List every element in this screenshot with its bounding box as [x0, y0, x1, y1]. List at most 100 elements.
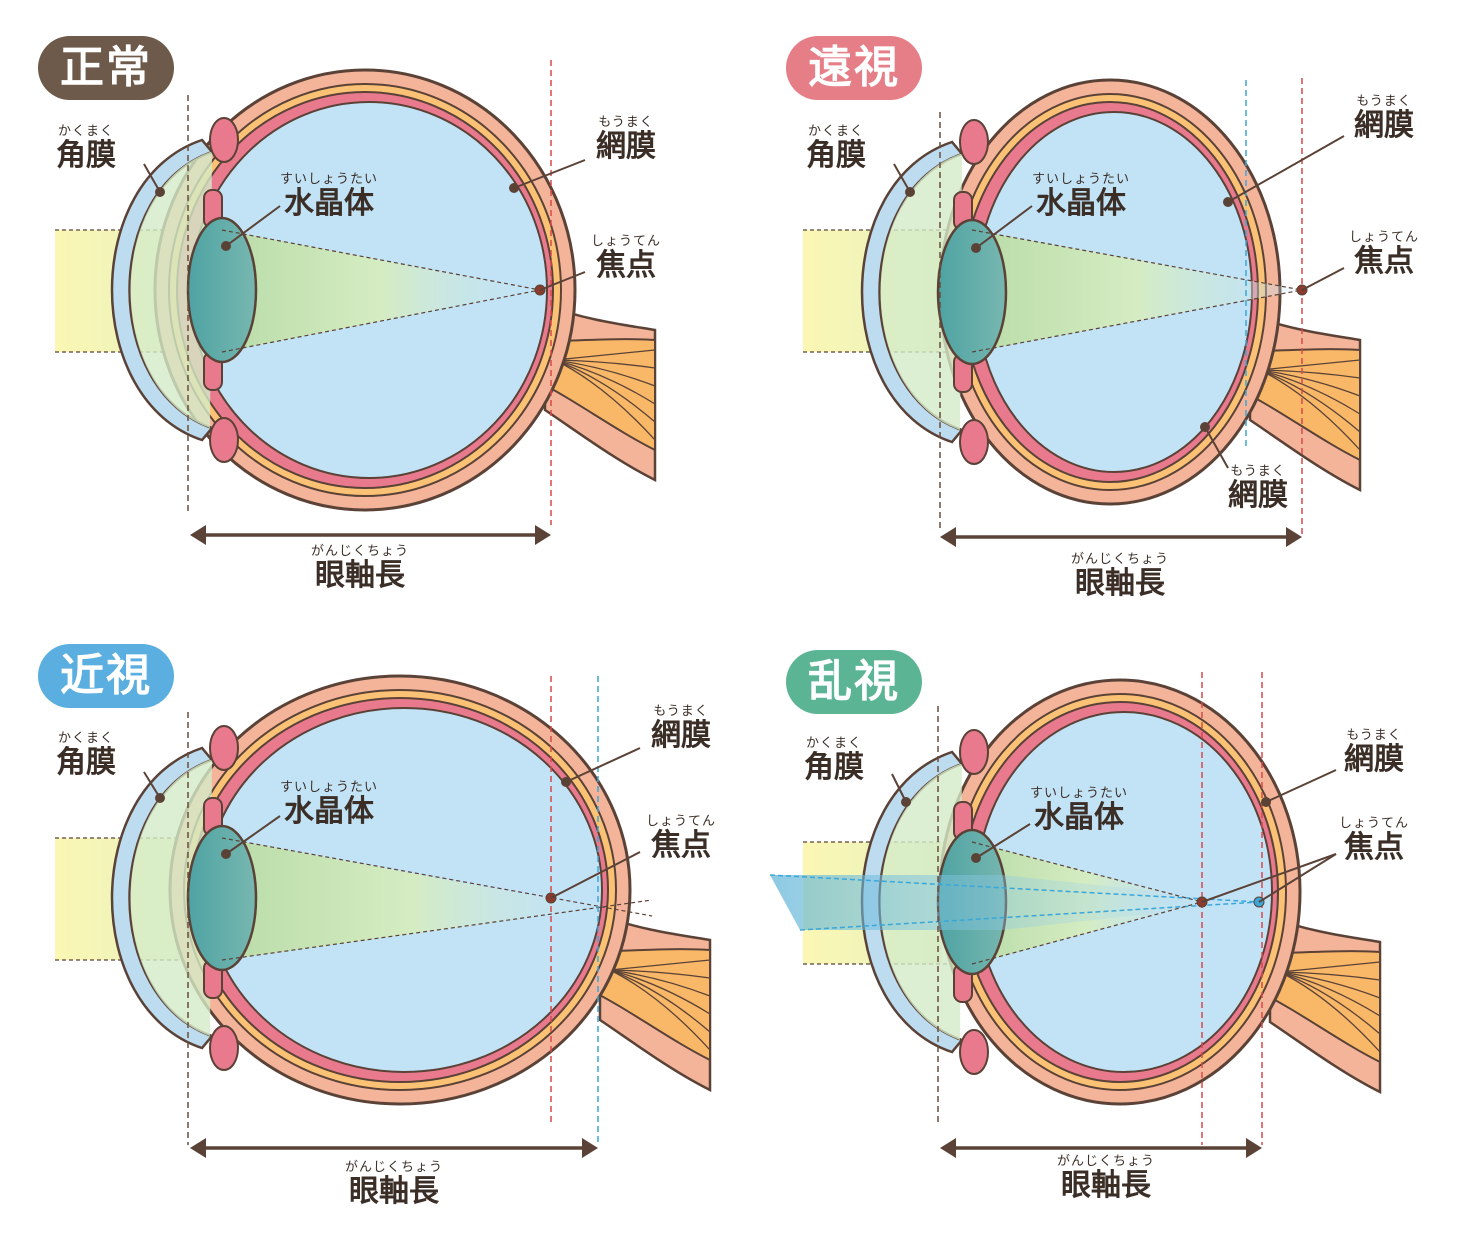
optic-nerve	[589, 948, 711, 1062]
leader-focus	[539, 271, 586, 291]
leader-retina-dot	[561, 777, 571, 787]
leader-cornea-dot	[155, 793, 165, 803]
arrowhead-right	[1246, 1138, 1262, 1158]
ruby-lens: すいしょうたい	[279, 780, 378, 795]
light-cone	[222, 230, 540, 352]
leader-retina	[513, 159, 586, 189]
nerve-fiber	[1279, 971, 1381, 1017]
leader-lens-dot	[971, 853, 981, 863]
title-badge-astigmatism: 乱視	[786, 650, 922, 714]
leader-retina-dot	[1261, 797, 1271, 807]
ciliary-body-top	[209, 117, 239, 163]
text-focus: 焦点	[651, 828, 711, 863]
nerve-fiber	[609, 969, 711, 997]
light-ray-bottom	[221, 289, 541, 353]
leader-lens-dot	[221, 241, 231, 251]
nerve-fiber	[609, 969, 711, 1033]
cornea	[110, 138, 215, 442]
ruby-retina: もうまく	[1356, 94, 1412, 109]
ciliary-body-bottom	[209, 417, 239, 463]
nerve-fiber	[609, 959, 711, 971]
nerve-fiber	[1279, 971, 1381, 1035]
label-retina: もうまく 網膜	[588, 115, 664, 164]
eye-panel-astigmatism	[769, 672, 1382, 1158]
ruby-cornea: かくまく	[57, 731, 114, 746]
leader-cornea-dot	[905, 187, 915, 197]
leader-lens	[975, 205, 1033, 249]
nerve-fiber	[1259, 369, 1361, 433]
ruby-lens: すいしょうたい	[1029, 786, 1128, 801]
label-axial-length: がんじくちょう 眼軸長	[1046, 1154, 1166, 1203]
light-ray-top	[971, 841, 1203, 903]
nerve-fiber	[609, 969, 711, 1015]
nerve-fiber	[1259, 369, 1361, 397]
cornea	[860, 750, 965, 1054]
label-retina: もうまく 網膜	[643, 704, 719, 753]
leader-lens	[225, 205, 281, 247]
light-ray-top	[221, 229, 541, 291]
leader-lens	[225, 815, 281, 855]
text-cornea: 角膜	[804, 750, 864, 785]
nerve-fiber	[1279, 971, 1381, 981]
leader-lens-dot	[971, 243, 981, 253]
nerve-fiber	[1259, 359, 1361, 371]
ciliary-body-top	[959, 119, 989, 165]
arrowhead-left	[940, 1138, 956, 1158]
label-lens: すいしょうたい 水晶体	[274, 780, 384, 829]
text-axial-length: 眼軸長	[1075, 566, 1165, 601]
optic-nerve	[534, 338, 656, 452]
leader-cornea-dot	[901, 797, 911, 807]
leader-retina	[565, 747, 641, 783]
text-retina: 網膜	[1354, 108, 1414, 143]
leader-cornea-dot	[155, 187, 165, 197]
ruby-focus: しょうてん	[1348, 230, 1419, 245]
label-axial-length: がんじくちょう 眼軸長	[300, 544, 420, 593]
ciliary-body-top	[209, 725, 239, 771]
optic-nerve	[1239, 348, 1361, 462]
text-lens: 水晶体	[1034, 800, 1124, 835]
leader-retina	[1227, 135, 1345, 203]
label-lens: すいしょうたい 水晶体	[1026, 172, 1136, 221]
eye-panel-hyperopia	[803, 78, 1362, 547]
label-axial-length: がんじくちょう 眼軸長	[334, 1160, 454, 1209]
nerve-fiber	[609, 969, 711, 1051]
text-retina-lower: 網膜	[1228, 478, 1288, 513]
aqueous-humor	[130, 760, 212, 1036]
leader-cornea	[143, 163, 161, 193]
nerve-fiber	[1259, 369, 1361, 415]
text-focus: 焦点	[1354, 244, 1414, 279]
leader-lens	[975, 823, 1031, 859]
astigmatic-beam	[770, 875, 1259, 930]
nerve-fiber	[554, 359, 656, 405]
leader-cornea	[143, 771, 161, 799]
ruby-axial-length: がんじくちょう	[310, 544, 409, 559]
nerve-fiber	[1279, 971, 1381, 999]
ruby-cornea: かくまく	[57, 124, 114, 139]
ruby-retina: もうまく	[598, 115, 654, 130]
leader-retina-dot	[509, 183, 519, 193]
ruby-focus: しょうてん	[1338, 816, 1409, 831]
ruby-lens: すいしょうたい	[279, 172, 378, 187]
nerve-fiber	[1259, 369, 1361, 451]
ruby-retina-lower: もうまく	[1230, 464, 1286, 479]
leader-focus	[550, 851, 641, 899]
ruby-focus: しょうてん	[645, 814, 716, 829]
label-axial-length: がんじくちょう 眼軸長	[1060, 552, 1180, 601]
light-cone	[222, 838, 600, 960]
astigmatic-ray-top	[769, 874, 1260, 903]
leader-retina-lower-dot	[1200, 422, 1210, 432]
text-retina: 網膜	[1344, 742, 1404, 777]
label-focus: しょうてん 焦点	[588, 234, 664, 283]
ruby-axial-length: がんじくちょう	[1056, 1154, 1155, 1169]
text-retina: 網膜	[596, 129, 656, 164]
text-retina: 網膜	[651, 718, 711, 753]
nerve-fiber	[554, 359, 656, 387]
label-focus: しょうてん 焦点	[1336, 816, 1412, 865]
ruby-lens: すいしょうたい	[1031, 172, 1130, 187]
ciliary-body-bottom	[959, 419, 989, 465]
arrowhead-left	[190, 1138, 206, 1158]
label-lens: すいしょうたい 水晶体	[274, 172, 384, 221]
nerve-fiber	[554, 359, 656, 423]
